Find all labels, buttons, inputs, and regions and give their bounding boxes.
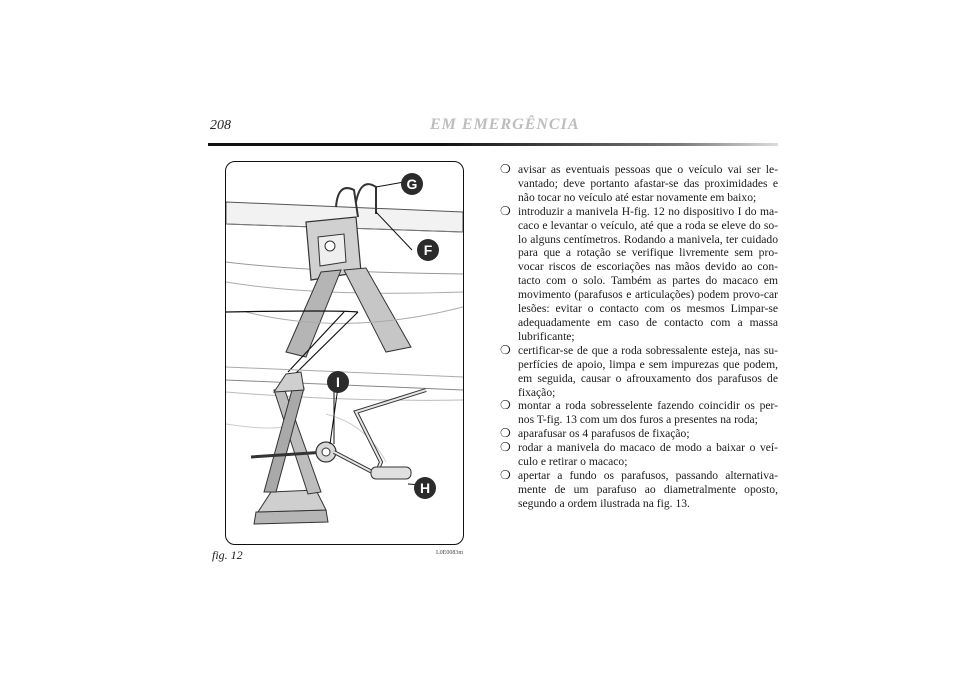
callout-g-circle (401, 173, 423, 195)
bullet-icon: ❍ (500, 440, 511, 455)
list-item: ❍ apertar a fundo os parafusos, passando… (500, 467, 778, 511)
list-item: ❍ certificar-se de que a roda sobressale… (500, 342, 778, 400)
list-item: ❍ aparafusar os 4 parafusos de fixação; (500, 426, 778, 441)
list-item: ❍ introduzir a manivela H-fig. 12 no dis… (500, 203, 778, 344)
list-item-text: certificar-se de que a roda sobressalent… (518, 343, 778, 399)
bullet-icon: ❍ (500, 467, 511, 482)
list-item-text: montar a roda sobresselente fazendo coin… (518, 399, 778, 427)
bullet-icon: ❍ (500, 398, 511, 413)
jack-drawing: G F I H (226, 173, 463, 525)
callout-h: H (420, 480, 430, 496)
page-number: 208 (210, 118, 231, 133)
bullet-icon: ❍ (500, 426, 511, 441)
list-item-text: apertar a fundo os parafusos, passando a… (518, 468, 778, 510)
callout-g: G (407, 176, 418, 192)
callout-i-circle (327, 371, 349, 393)
list-item: ❍ avisar as eventuais pessoas que o veíc… (500, 162, 778, 205)
list-item: ❍ rodar a manivela do macaco de modo a b… (500, 440, 778, 469)
header-rule (208, 143, 778, 146)
list-item-text: introduzir a manivela H-fig. 12 no dispo… (518, 204, 778, 343)
bullet-icon: ❍ (500, 203, 511, 218)
callout-f-circle (417, 239, 439, 261)
instructions-list: ❍ avisar as eventuais pessoas que o veíc… (500, 162, 778, 511)
instructions-column: ❍ avisar as eventuais pessoas que o veíc… (500, 162, 778, 511)
figure-code: L0E0083m (436, 550, 463, 556)
callout-i: I (336, 374, 340, 390)
bullet-icon: ❍ (500, 162, 511, 176)
list-item: ❍ montar a roda sobresselente fazendo co… (500, 399, 778, 427)
zoom-detail (226, 183, 463, 358)
list-item-text: rodar a manivela do macaco de modo a bai… (518, 441, 778, 469)
list-item-text: aparafusar os 4 parafusos de fixação; (518, 427, 690, 441)
figure-caption: fig. 12 (212, 548, 243, 562)
callout-f: F (424, 242, 433, 258)
jack-illustration: G F I H (225, 161, 464, 545)
list-item-text: avisar as eventuais pessoas que o veícul… (518, 163, 778, 204)
callout-h-circle (414, 477, 436, 499)
section-title: EM EMERGÊNCIA (430, 116, 580, 133)
bullet-icon: ❍ (500, 342, 511, 357)
